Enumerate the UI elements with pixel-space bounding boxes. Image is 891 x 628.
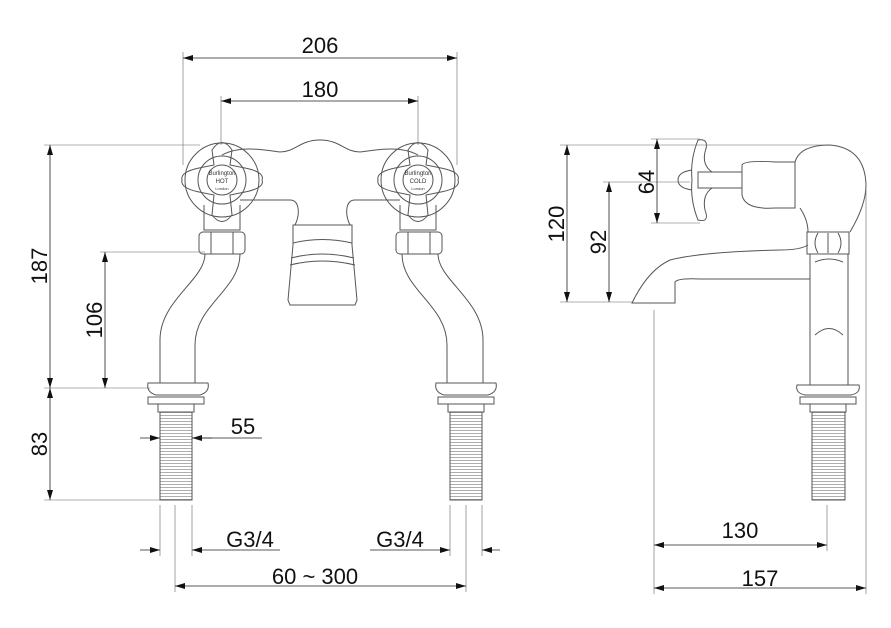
handle-sub-text: London: [411, 186, 424, 191]
dim-92: 92: [586, 230, 611, 254]
side-body: [794, 144, 867, 233]
right-nut: [395, 231, 443, 255]
cold-label: COLD: [410, 179, 427, 185]
dimensions-side: 120 92 64 130 157: [544, 138, 867, 594]
handle-brand-text: Burlington: [404, 171, 431, 177]
dim-83: 83: [27, 432, 52, 456]
left-pipe: [159, 253, 241, 383]
dim-120: 120: [544, 206, 569, 243]
dim-55: 55: [231, 414, 255, 439]
side-pipe: [809, 254, 849, 385]
right-base: [435, 382, 497, 501]
handle-brand-text: Burlington: [208, 171, 235, 177]
left-nut: [198, 231, 246, 255]
side-view: 120 92 64 130 157: [544, 138, 867, 594]
dim-106: 106: [82, 302, 107, 339]
hot-label: HOT: [216, 179, 229, 185]
dim-206: 206: [302, 33, 339, 58]
hot-handle[interactable]: Burlington HOT London: [181, 142, 263, 231]
spout: [287, 224, 358, 306]
side-handle[interactable]: [677, 139, 796, 221]
right-pipe: [401, 253, 484, 383]
body-bridge: [221, 139, 419, 226]
dimensions-front: 206 180 187 83 106 55 G3/4: [27, 33, 500, 592]
dim-130: 130: [722, 518, 759, 543]
dim-64: 64: [634, 170, 659, 194]
dim-187: 187: [27, 248, 52, 285]
dim-g34-right: G3/4: [376, 527, 424, 552]
dim-157: 157: [742, 566, 779, 591]
side-base: [796, 384, 860, 501]
side-spout: [631, 244, 810, 304]
left-base: [147, 382, 209, 501]
dim-60-300: 60 ~ 300: [272, 564, 358, 589]
front-view: Burlington HOT London Burlington COLD Lo…: [27, 33, 500, 592]
dim-180: 180: [302, 77, 339, 102]
side-nut: [806, 231, 850, 255]
handle-sub-text: London: [215, 186, 228, 191]
cold-handle[interactable]: Burlington COLD London: [377, 142, 459, 231]
dim-g34-left: G3/4: [226, 527, 274, 552]
